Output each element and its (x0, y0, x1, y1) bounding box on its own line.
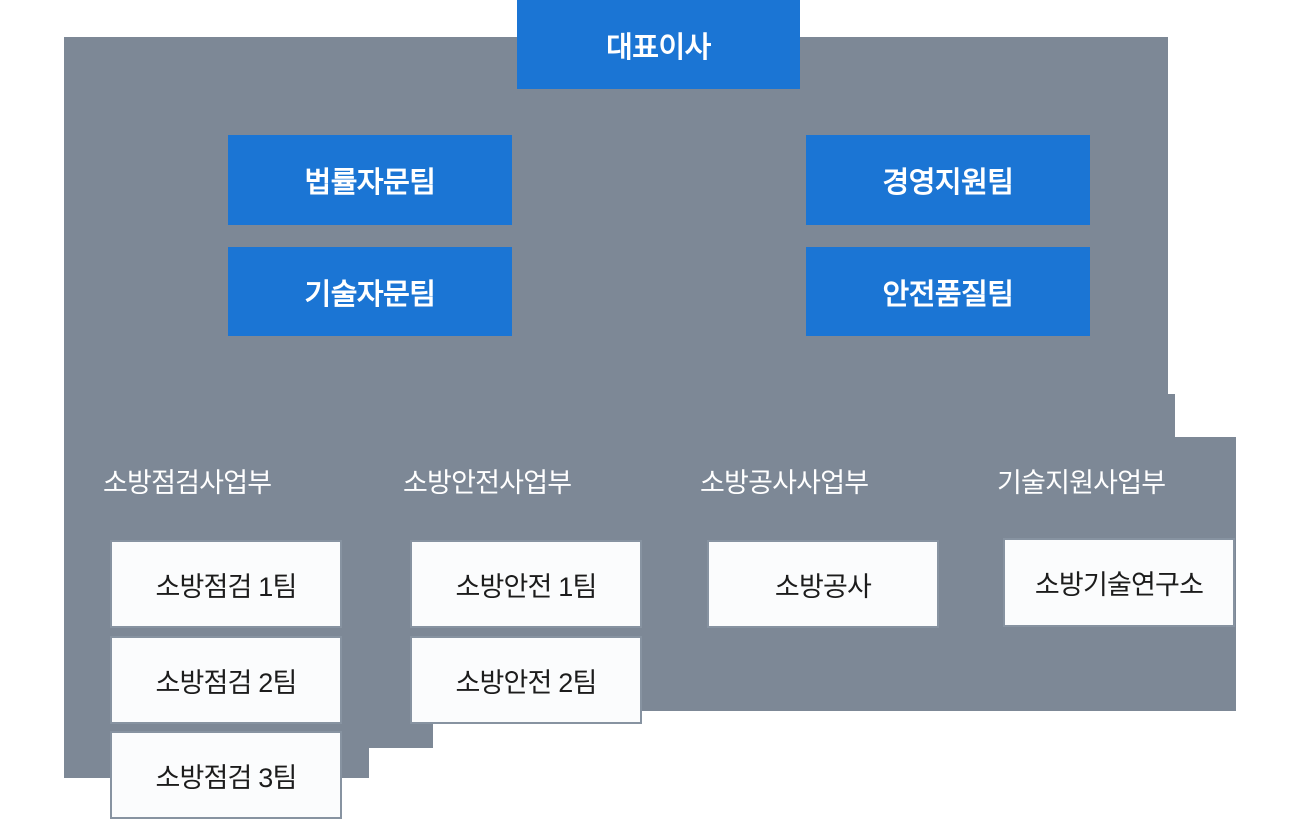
node-legal-advisory-team[interactable]: 법률자문팀 (228, 135, 512, 225)
team-box[interactable]: 소방점검 1팀 (110, 540, 342, 628)
division-label-fire-construction: 소방공사사업부 (700, 468, 869, 498)
division-label-technical-support: 기술지원사업부 (997, 468, 1166, 498)
node-management-support-team[interactable]: 경영지원팀 (806, 135, 1090, 225)
team-box[interactable]: 소방공사 (707, 540, 939, 628)
team-box[interactable]: 소방점검 3팀 (110, 731, 342, 819)
team-box[interactable]: 소방안전 2팀 (410, 636, 642, 724)
node-safety-quality-team[interactable]: 안전품질팀 (806, 247, 1090, 336)
team-box[interactable]: 소방점검 2팀 (110, 636, 342, 724)
node-ceo[interactable]: 대표이사 (517, 0, 800, 89)
division-label-fire-safety: 소방안전사업부 (403, 468, 572, 498)
node-technical-advisory-team[interactable]: 기술자문팀 (228, 247, 512, 336)
team-box[interactable]: 소방기술연구소 (1003, 538, 1235, 627)
backdrop-panel-middle (64, 394, 1175, 437)
team-box[interactable]: 소방안전 1팀 (410, 540, 642, 628)
division-label-fire-inspection: 소방점검사업부 (103, 468, 272, 498)
